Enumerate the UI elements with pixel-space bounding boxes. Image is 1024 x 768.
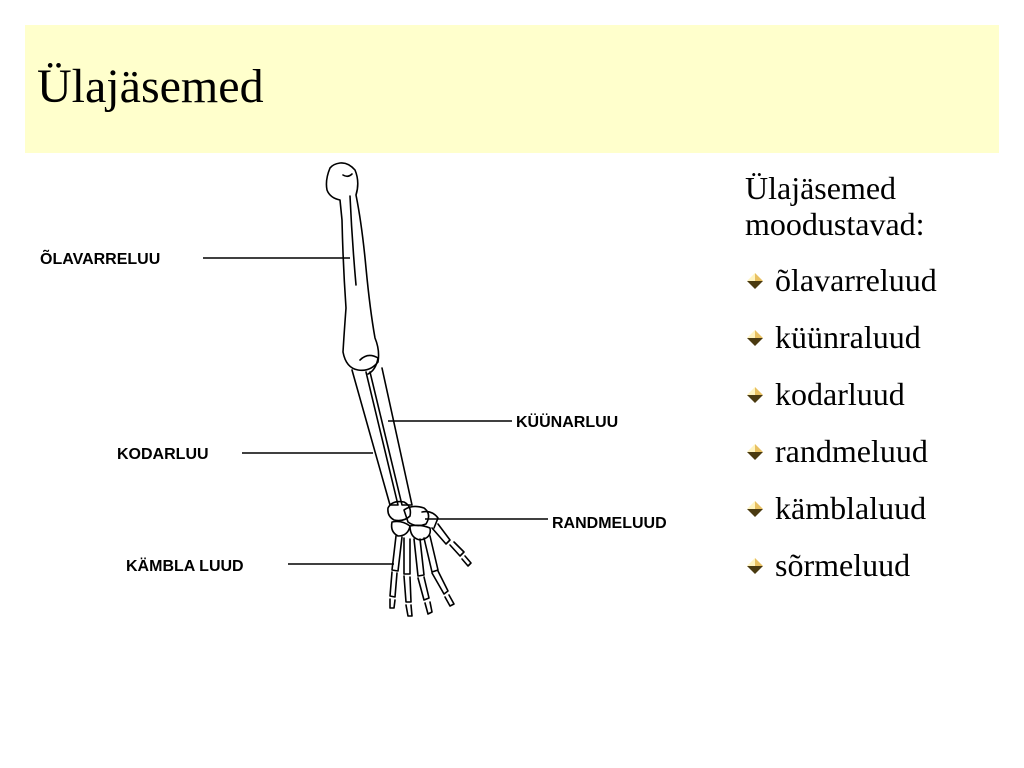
- diamond-bullet-icon: [747, 443, 763, 460]
- diamond-bullet-icon: [747, 329, 763, 346]
- diamond-bullet-icon: [747, 500, 763, 517]
- intro-text: Ülajäsemed moodustavad:: [745, 170, 925, 242]
- forearm-bones: [351, 354, 413, 506]
- title-band: Ülajäsemed: [25, 25, 999, 153]
- list-item-label: kämblaluud: [775, 490, 927, 526]
- label-kodarluu: KODARLUU: [117, 446, 209, 463]
- finger-bones: [389, 541, 472, 617]
- bullet-list: õlavarreluud küünraluud kodarluud randme…: [745, 252, 1015, 594]
- list-item-label: kodarluud: [775, 376, 905, 412]
- slide-title: Ülajäsemed: [37, 60, 264, 113]
- arm-bone-diagram: ÕLAVARRELUU KÜÜNARLUU KODARLUU RANDMELUU…: [40, 162, 667, 617]
- diamond-bullet-icon: [747, 272, 763, 289]
- list-item-label: randmeluud: [775, 433, 928, 469]
- diamond-bullet-icon: [747, 557, 763, 574]
- label-kuunarluu: KÜÜNARLUU: [516, 412, 618, 431]
- diamond-bullet-icon: [747, 386, 763, 403]
- list-item: randmeluud: [745, 423, 1015, 480]
- label-olavarreluu: ÕLAVARRELUU: [40, 248, 160, 268]
- list-item-label: küünraluud: [775, 319, 921, 355]
- metacarpal-bones: [391, 523, 451, 577]
- label-kamblaluud: KÄMBLA LUUD: [126, 557, 244, 575]
- label-randmeluud: RANDMELUUD: [552, 515, 667, 532]
- humerus-bone: [325, 162, 380, 372]
- list-item: küünraluud: [745, 309, 1015, 366]
- text-panel: Ülajäsemed moodustavad: õlavarreluud küü…: [745, 170, 1015, 594]
- list-item: õlavarreluud: [745, 252, 1015, 309]
- list-item: kämblaluud: [745, 480, 1015, 537]
- list-item: kodarluud: [745, 366, 1015, 423]
- list-item-label: õlavarreluud: [775, 262, 937, 298]
- list-item-label: sõrmeluud: [775, 547, 911, 583]
- carpal-bones: [387, 500, 439, 541]
- list-item: sõrmeluud: [745, 537, 1015, 594]
